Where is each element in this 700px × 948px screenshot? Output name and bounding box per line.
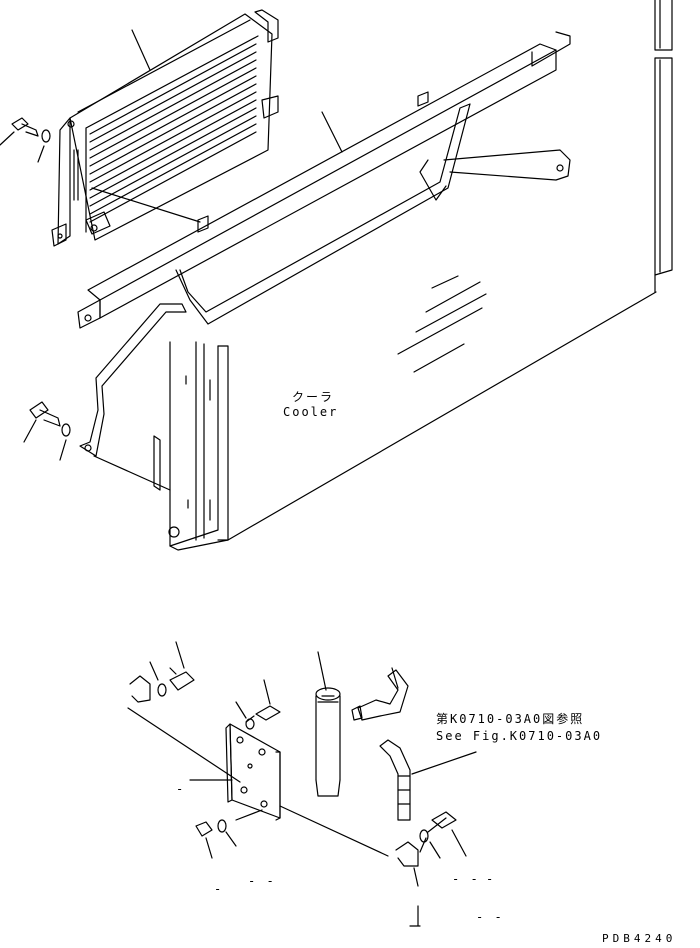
- cooler-label-jp: クーラ: [292, 390, 335, 404]
- stay-bar: [79, 303, 187, 491]
- washer: [235, 701, 255, 730]
- cooler-label-en: Cooler: [283, 405, 339, 419]
- leader-line: [413, 867, 419, 887]
- nut: [195, 821, 213, 859]
- reference-label-jp: 第K0710-03A0図参照: [436, 712, 585, 726]
- receiver-drier: [315, 687, 341, 797]
- mark: -: [486, 872, 496, 886]
- mark: - -: [248, 874, 276, 888]
- bolt: [245, 679, 281, 723]
- washer: [419, 829, 441, 859]
- washer: [149, 661, 167, 697]
- hose-fitting: [351, 669, 409, 721]
- mark: - -: [452, 872, 480, 886]
- side-panel: [654, 0, 673, 293]
- condenser-core: [51, 9, 279, 247]
- cooler-unit: [153, 275, 657, 551]
- washer: [217, 809, 263, 847]
- leader-line: [279, 805, 389, 857]
- mounting-frame: [77, 31, 571, 329]
- washer: [37, 129, 51, 163]
- mark: -: [176, 782, 186, 796]
- hose: [379, 739, 411, 821]
- bolt: [169, 641, 195, 691]
- bolt: [23, 401, 61, 443]
- leader-line: [317, 651, 327, 691]
- leader-line: [411, 751, 477, 775]
- bolt: [0, 117, 39, 146]
- bracket-plate: [225, 723, 281, 821]
- leader-line: [131, 29, 151, 71]
- leader-line: [391, 667, 399, 689]
- washer: [59, 423, 71, 461]
- clamp: [395, 837, 427, 867]
- leader-line: [91, 187, 201, 223]
- mark: - -: [476, 910, 504, 924]
- reference-label-en: See Fig.K0710-03A0: [436, 729, 603, 743]
- leader-line: [409, 905, 421, 927]
- drawing-number: PDB4240: [602, 932, 677, 945]
- bolt: [427, 811, 467, 857]
- clamp: [127, 675, 241, 783]
- mark: -: [214, 882, 224, 896]
- leader-line: [321, 111, 343, 153]
